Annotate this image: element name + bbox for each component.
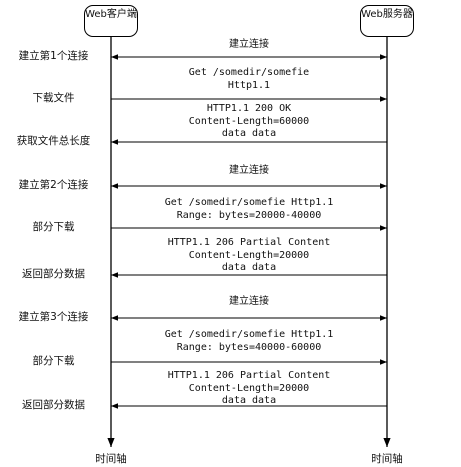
message-line: data data [221,128,277,139]
message-line: HTTP1.1 206 Partial Content [167,370,331,381]
message-line: 建立连接 [229,296,269,307]
client-axis-label: 时间轴 [95,453,127,465]
step-label-4: 建立第2个连接 [18,179,89,191]
message-line: 建立连接 [229,39,269,50]
message-line: Http1.1 [227,79,271,91]
message-line: Get /somedir/somefie Http1.1 [164,329,334,340]
server-actor-label: Web服务器 [361,9,413,20]
message-line: Range: bytes=40000-60000 [176,341,322,353]
message-line: Get /somedir/somefie [188,67,310,78]
message-line: Range: bytes=20000-40000 [176,209,322,221]
client-actor-box: Web客户端 [84,5,138,37]
message-line: Content-Length=20000 [188,249,310,261]
message-line: data data [221,395,277,406]
step-label-9: 返回部分数据 [22,399,85,411]
step-label-6: 返回部分数据 [22,268,85,280]
step-label-8: 部分下载 [32,355,75,367]
server-actor-box: Web服务器 [360,5,414,37]
message-line: 建立连接 [229,165,269,176]
step-label-3: 获取文件总长度 [16,135,91,147]
step-label-2: 下载文件 [32,92,75,104]
server-axis-label: 时间轴 [371,453,403,465]
message-line: Content-Length=60000 [188,115,310,127]
message-line: Content-Length=20000 [188,382,310,394]
message-line: HTTP1.1 206 Partial Content [167,237,331,248]
message-text-7: 建立连接 [110,296,388,309]
step-label-7: 建立第3个连接 [18,311,89,323]
message-text-1: 建立连接 [110,39,388,52]
message-line: data data [221,262,277,273]
step-label-1: 建立第1个连接 [18,50,89,62]
message-text-4: 建立连接 [110,165,388,178]
step-label-5: 部分下载 [32,221,75,233]
message-line: HTTP1.1 200 OK [206,103,292,114]
client-actor-label: Web客户端 [85,9,137,20]
message-line: Get /somedir/somefie Http1.1 [164,197,334,208]
